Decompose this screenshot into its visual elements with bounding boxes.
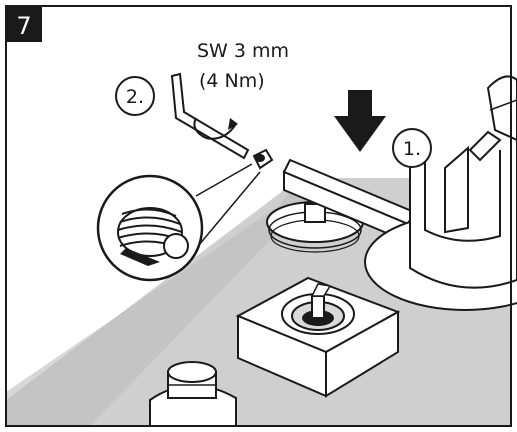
callout-2: 2.: [115, 76, 155, 116]
valve-block: [235, 276, 401, 398]
hex-key-icon: [170, 72, 250, 160]
callout-1-label: 1.: [403, 138, 421, 160]
callout-2-label: 2.: [126, 86, 144, 108]
tool-size-label: SW 3 mm: [197, 40, 289, 62]
panel-frame: [5, 5, 512, 427]
faucet-body: [364, 75, 517, 311]
hex-fitting: [149, 361, 237, 426]
screw-detail-magnifier: [96, 174, 204, 282]
detail-leader-top: [195, 163, 253, 197]
step-number: 7: [16, 12, 31, 40]
countertop-shadow: [6, 178, 330, 426]
insert-direction-arrow: [334, 90, 386, 152]
tool-torque-label: (4 Nm): [199, 70, 265, 92]
grub-screw: [252, 148, 274, 170]
step-badge: 7: [6, 6, 42, 42]
callout-1: 1.: [392, 128, 432, 168]
